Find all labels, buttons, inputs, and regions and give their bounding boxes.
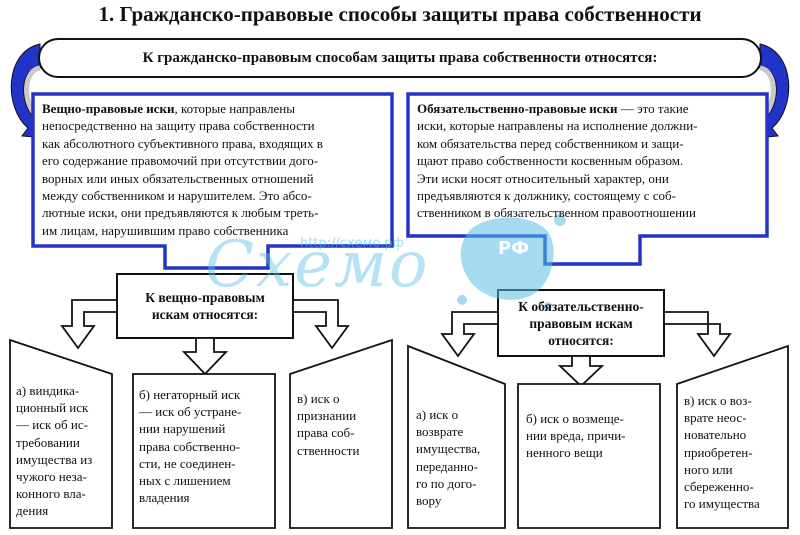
right-block-line-3: щают право собственности косвенным образ… [417,153,684,169]
leaf-box-r2 [517,383,661,529]
leaf-l1: а) виндика- ционный иск — иск об ис- тре… [16,383,93,519]
left-block-term: Вещно-правовые иски [42,101,175,116]
left-callout-box [31,92,394,270]
leaf-box-l1 [9,338,113,529]
left-block-line-0: Вещно-правовые иски, которые направлены [42,101,295,116]
right-block-line-5: предъявляются к должнику, состоящему с с… [417,188,677,204]
right-block-line-4: Эти иски носят относительный характер, о… [417,170,669,186]
left-block-line-7: им лицам, нарушившим право собственника [42,222,289,238]
leaf-box-l3 [289,338,393,529]
leaf-r1: а) иск о возврате имущества, переданно- … [416,407,481,509]
right-block-line-0: Обязательственно-правовые иски — это так… [417,101,689,116]
left-block-line-4: ворных или иных обязательственных отноше… [42,170,314,186]
leaf-r2: б) иск о возмеще- нии вреда, причи- ненн… [526,411,626,461]
left-block-line-2: как абсолютного субъективного права, вхо… [42,135,323,151]
right-block-line-2: ком обязательства перед собственником и … [417,135,684,151]
right-block-line-6: ственником в обязательственном правоотно… [417,205,696,221]
left-block-line-1: непосредственно на защиту права собствен… [42,118,315,134]
right-mid-label: К обязательственно- правовым искам относ… [518,299,644,348]
leaf-r3: в) иск о воз- врате неос- новательно при… [684,393,760,512]
leaf-l3: в) иск о признании права соб- ственности [297,391,360,458]
left-block-line-6: лютные иски, они предъявляются к любым т… [42,205,319,221]
left-block-line-5: между собственником и нарушителем. Это а… [42,188,312,204]
leaf-box-r3 [676,344,789,529]
left-mid-group [60,273,350,376]
left-block-line-3: его содержание правомочий при отсутствии… [42,153,319,169]
left-mid-label: К вещно-правовым искам относятся: [145,290,265,322]
left-block-text: Вещно-правовые иски, которые направлены … [42,100,384,239]
right-block-term: Обязательственно-правовые иски [417,101,618,116]
watermark-logo [457,214,566,310]
right-block-line-1: иски, которые направлены на исполнение д… [417,118,698,134]
right-mid-group [440,289,732,388]
header-box: К гражданско-правовым способам защиты пр… [38,38,762,78]
right-block-text: Обязательственно-правовые иски — это так… [417,100,759,222]
page-title: 1. Гражданско-правовые способы защиты пр… [98,2,702,26]
leaf-box-r1 [407,344,506,529]
leaf-box-l2 [132,373,276,529]
leaf-l2: б) негаторный иск — иск об устране- нии … [139,387,242,506]
